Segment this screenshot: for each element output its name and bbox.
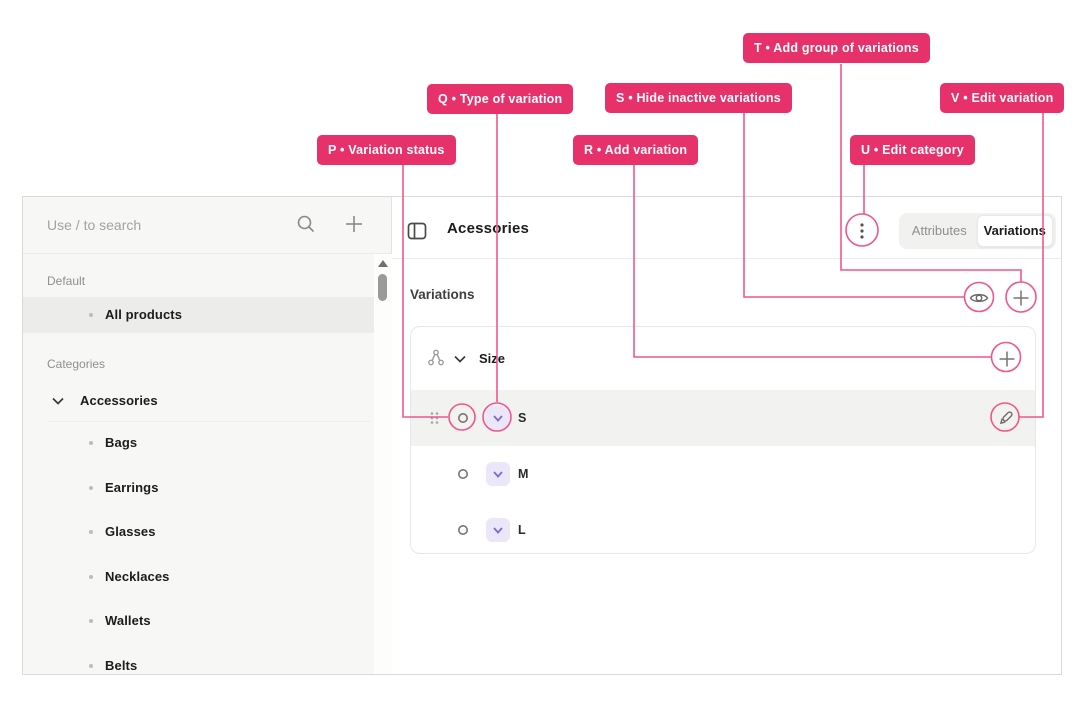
tab-attributes[interactable]: Attributes — [911, 223, 967, 238]
shortcut-label-v: V • Edit variation — [940, 83, 1065, 113]
sidebar-item-label: All products — [105, 307, 183, 322]
search-input[interactable] — [47, 211, 267, 239]
main-header: Acessories Attributes Variations — [392, 197, 1061, 259]
variation-type-chevron-icon[interactable] — [486, 518, 510, 542]
edit-variation-pencil-icon[interactable] — [996, 408, 1016, 428]
chevron-down-icon[interactable] — [50, 393, 66, 409]
sidebar-item-label: Necklaces — [105, 568, 170, 584]
hierarchy-icon — [426, 348, 446, 368]
add-variation-plus-icon[interactable] — [996, 348, 1018, 370]
variation-row-l[interactable]: L — [411, 502, 1035, 553]
tab-variations[interactable]: Variations — [976, 215, 1053, 247]
sidebar-divider — [23, 253, 391, 254]
group-header-row: Size — [411, 327, 1035, 390]
shortcut-label-t: T • Add group of variations — [743, 33, 930, 63]
collapse-group-chevron-icon[interactable] — [452, 351, 468, 367]
variation-type-chevron-icon[interactable] — [486, 406, 510, 430]
variation-status-icon[interactable] — [457, 468, 469, 480]
sidebar-item-category[interactable]: Glasses — [23, 510, 374, 555]
variation-row-m[interactable]: M — [411, 446, 1035, 502]
shortcut-label-p: P • Variation status — [317, 135, 456, 165]
variation-row-s[interactable]: S — [411, 390, 1035, 446]
sidebar-toggle-icon[interactable] — [407, 221, 427, 241]
add-group-plus-icon[interactable] — [1010, 287, 1032, 309]
bullet-icon — [89, 313, 93, 317]
variation-status-icon[interactable] — [457, 524, 469, 536]
bullet-icon — [89, 574, 93, 579]
category-menu-kebab-icon[interactable] — [851, 219, 873, 243]
page-title: Acessories — [447, 220, 530, 237]
shortcut-label-s: S • Hide inactive variations — [605, 83, 792, 113]
variation-type-chevron-icon[interactable] — [486, 462, 510, 486]
scroll-up-arrow-icon[interactable] — [378, 260, 388, 267]
sidebar-item-category[interactable]: Wallets — [23, 599, 374, 644]
variation-label: S — [518, 411, 527, 425]
variation-label: L — [518, 523, 526, 537]
sidebar-search-row — [23, 197, 391, 253]
divider — [47, 421, 371, 422]
section-label-default: Default — [47, 274, 86, 288]
sidebar: Default All products Categories Accessor… — [23, 197, 392, 674]
sidebar-item-all-products[interactable]: All products — [23, 297, 374, 333]
sidebar-item-label: Glasses — [105, 524, 156, 539]
app-window: Default All products Categories Accessor… — [22, 196, 1062, 675]
variation-group-card: Size — [410, 326, 1036, 554]
shortcut-label-u: U • Edit category — [850, 135, 975, 165]
sidebar-item-category[interactable]: Belts — [23, 644, 374, 689]
sidebar-item-accessories[interactable]: Accessories — [23, 383, 374, 419]
search-icon[interactable] — [295, 213, 317, 235]
bullet-icon — [89, 485, 93, 490]
drag-handle-icon[interactable] — [430, 411, 439, 425]
shortcut-label-r: R • Add variation — [573, 135, 699, 165]
sidebar-item-label: Bags — [105, 435, 138, 450]
category-list: Bags Earrings Glasses Necklaces Wallets … — [23, 421, 374, 688]
shortcut-label-q: Q • Type of variation — [427, 84, 574, 114]
scrollbar-thumb[interactable] — [378, 274, 387, 301]
sidebar-item-category[interactable]: Bags — [23, 421, 374, 466]
bullet-icon — [89, 663, 93, 668]
variation-status-icon[interactable] — [457, 412, 469, 424]
main-panel: Acessories Attributes Variations Variati… — [392, 197, 1061, 674]
bullet-icon — [89, 619, 93, 623]
add-category-plus-icon[interactable] — [343, 213, 365, 235]
group-name: Size — [479, 351, 506, 366]
section-title: Variations — [410, 287, 475, 302]
variation-label: M — [518, 467, 529, 481]
sidebar-item-label: Accessories — [80, 393, 158, 408]
bullet-icon — [89, 441, 93, 445]
variations-section-header: Variations — [392, 259, 1061, 329]
section-label-categories: Categories — [47, 357, 106, 371]
sidebar-item-label: Wallets — [105, 613, 151, 628]
sidebar-scrollbar[interactable] — [374, 254, 392, 674]
bullet-icon — [89, 530, 93, 534]
sidebar-item-label: Belts — [105, 657, 138, 673]
sidebar-item-category[interactable]: Earrings — [23, 466, 374, 511]
tab-group: Attributes Variations — [899, 213, 1056, 249]
hide-inactive-eye-icon[interactable] — [968, 287, 990, 309]
sidebar-item-category[interactable]: Necklaces — [23, 555, 374, 600]
sidebar-item-label: Earrings — [105, 479, 159, 495]
